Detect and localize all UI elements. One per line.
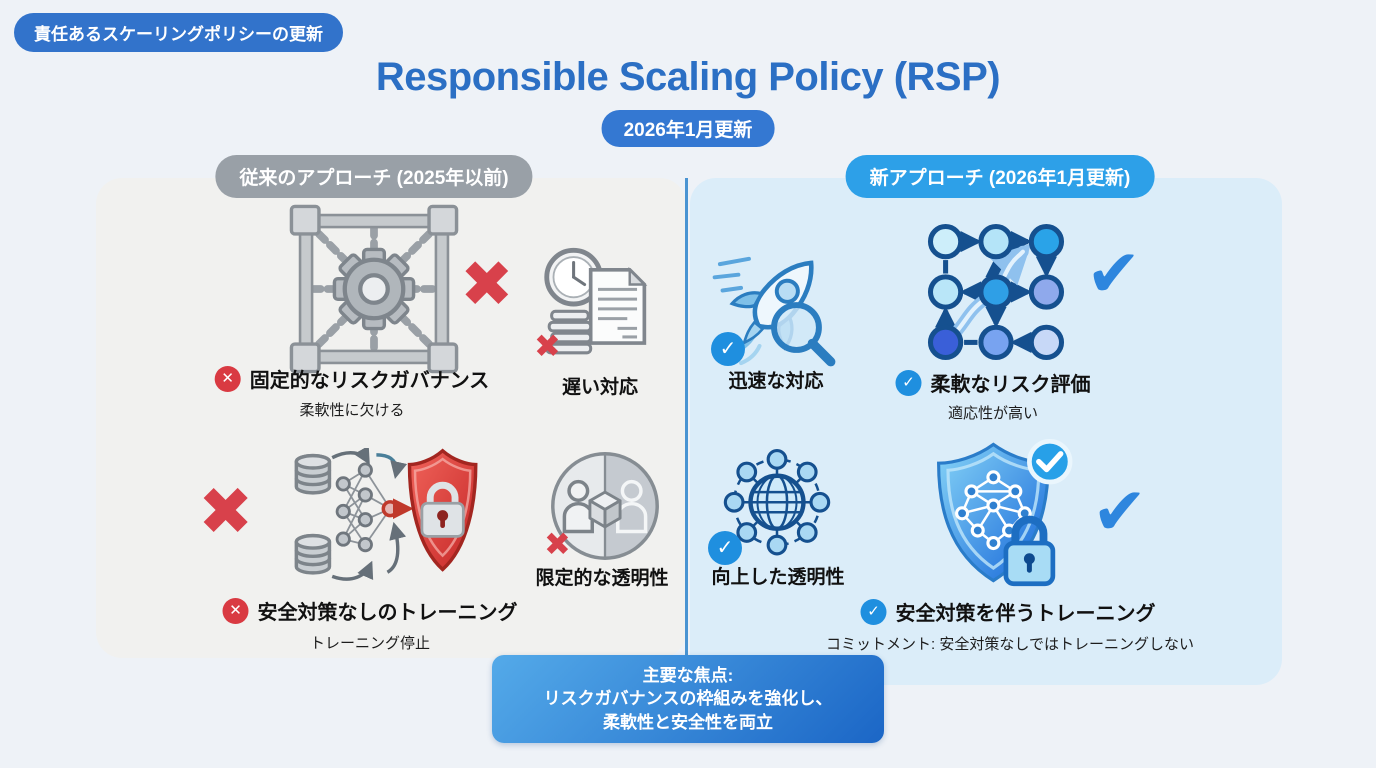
cross-mark-icon: ✖ [198,474,254,548]
cross-mark-icon: ✖ [460,248,514,320]
check-mark-icon: ✔ [1086,236,1142,310]
improved-transparency-label: 向上した透明性 [711,567,845,588]
item-sublabel: コミットメント: 安全対策なしではトレーニングしない [826,636,1194,653]
unsafe-training-label-row: ✕ 安全対策なしのトレーニング [222,596,518,625]
safe-training-shield-icon [912,438,1092,598]
item-sublabel: 柔軟性に欠ける [299,402,405,419]
item-sublabel: トレーニング停止 [309,635,431,652]
globe-network-icon [714,443,840,569]
item-label: 安全対策なしのトレーニング [257,602,518,624]
flexible-risk-label-row: ✓ 柔軟なリスク評価 [895,368,1091,397]
cross-circle-icon: ✕ [222,597,249,624]
corner-badge: 責任あるスケーリングポリシーの更新 [14,13,343,52]
clock-documents-icon [537,243,659,365]
unsafe-training-shield-icon [240,448,510,586]
date-badge: 2026年1月更新 [601,110,775,147]
cross-circle-icon: ✕ [214,365,241,392]
check-circle-icon: ✓ [708,531,742,565]
check-mark-icon: ✔ [1092,474,1148,548]
item-label: 柔軟なリスク評価 [930,374,1091,396]
item-sublabel: 適応性が高い [947,405,1039,422]
slow-response-label: 遅い対応 [561,377,639,398]
rapid-response-label: 迅速な対応 [728,371,824,392]
page-title: Responsible Scaling Policy (RSP) [375,55,1001,99]
flexible-node-grid-icon [912,208,1080,376]
check-circle-icon: ✓ [711,332,745,366]
rocket-magnifier-icon [712,243,844,375]
check-circle-icon: ✓ [860,598,887,625]
item-label: 固定的なリスクガバナンス [249,370,490,392]
cross-mark-icon: ✖ [544,526,571,562]
key-focus-line1: 主要な焦点: [642,666,734,685]
chained-gear-icon [288,203,460,375]
old-approach-header: 従来のアプローチ (2025年以前) [215,155,533,198]
cross-mark-icon: ✖ [534,328,561,364]
safe-training-label-row: ✓ 安全対策を伴うトレーニング [860,597,1156,626]
panel-divider [685,178,688,685]
check-circle-icon: ✓ [895,369,922,396]
limited-transparency-icon [547,448,663,564]
fixed-governance-label-row: ✕ 固定的なリスクガバナンス [214,364,490,393]
key-focus-box: 主要な焦点: リスクガバナンスの枠組みを強化し、 柔軟性と安全性を両立 [492,655,884,744]
key-focus-line3: 柔軟性と安全性を両立 [603,712,773,732]
new-approach-header: 新アプローチ (2026年1月更新) [845,155,1155,198]
item-label: 安全対策を伴うトレーニング [895,603,1156,625]
key-focus-line2: リスクガバナンスの枠組みを強化し、 [543,689,833,709]
limited-transparency-label: 限定的な透明性 [535,568,669,589]
